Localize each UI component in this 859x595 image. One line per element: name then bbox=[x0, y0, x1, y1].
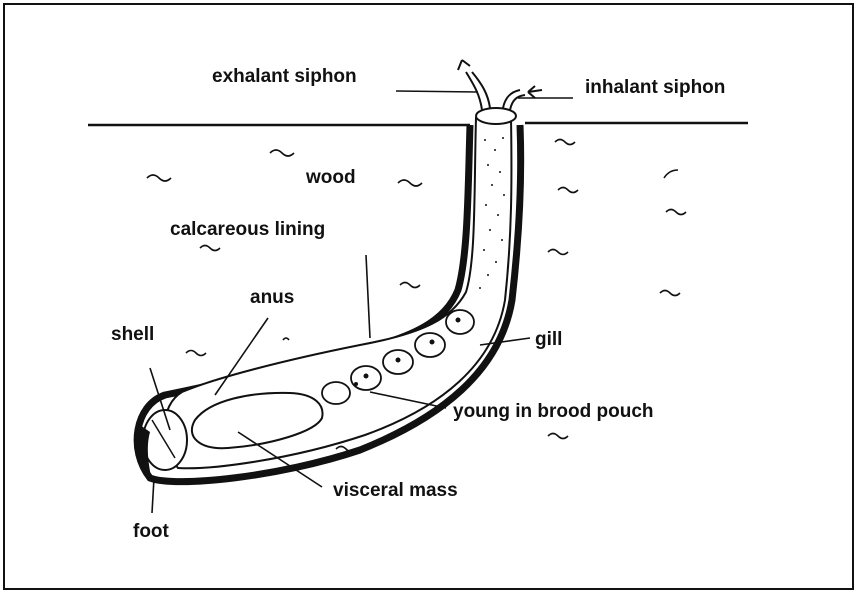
shell-outline bbox=[143, 410, 187, 470]
label-anus: anus bbox=[250, 288, 294, 307]
label-wood: wood bbox=[306, 168, 356, 187]
label-inhalant-siphon: inhalant siphon bbox=[585, 78, 725, 97]
label-young-in-brood-pouch: young in brood pouch bbox=[453, 402, 654, 421]
inhalant-arrow bbox=[528, 86, 542, 98]
exhalant-siphon-tube bbox=[466, 72, 482, 110]
label-gill: gill bbox=[535, 330, 562, 349]
label-shell: shell bbox=[111, 325, 154, 344]
siphon-collar bbox=[476, 108, 516, 124]
label-visceral-mass: visceral mass bbox=[333, 481, 458, 500]
exhalant-arrow bbox=[458, 60, 470, 70]
wood-surface-line bbox=[88, 123, 748, 125]
label-calcareous-lining: calcareous lining bbox=[170, 220, 325, 239]
label-exhalant-siphon: exhalant siphon bbox=[212, 67, 357, 86]
label-foot: foot bbox=[133, 522, 169, 541]
